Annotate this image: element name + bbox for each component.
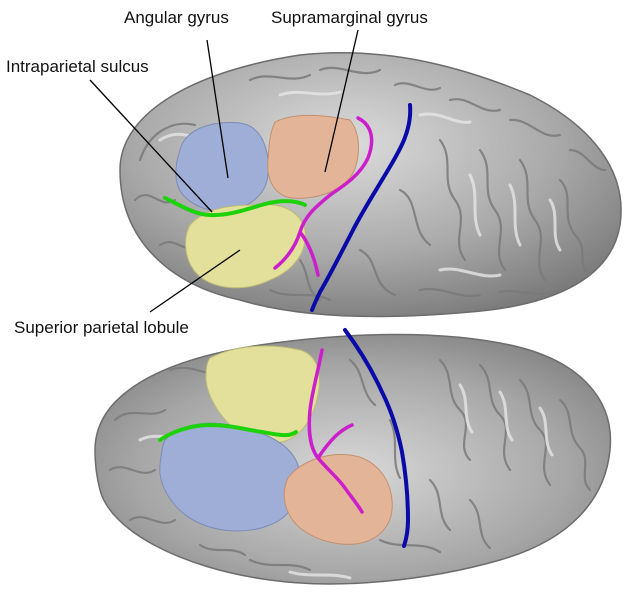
bottom-central-sulcus-line xyxy=(343,328,411,548)
leader-angular-gyrus xyxy=(206,39,229,179)
bottom-superior-parietal-lobule-region xyxy=(205,345,320,444)
bottom-intraparietal-sulcus-line xyxy=(158,422,298,442)
top-postcentral-sulcus-line xyxy=(273,116,374,277)
label-intraparietal-sulcus: Intraparietal sulcus xyxy=(6,57,149,76)
top-brain-view xyxy=(119,52,622,318)
top-gyri-folds xyxy=(133,66,607,302)
leader-supramarginal-gyrus xyxy=(324,29,359,173)
label-superior-parietal-lobule: Superior parietal lobule xyxy=(14,318,189,337)
bottom-gyri-folds xyxy=(108,358,592,572)
label-supramarginal-gyrus: Supramarginal gyrus xyxy=(271,8,428,27)
leader-lines xyxy=(89,29,359,313)
leader-superior-parietal-lobule xyxy=(149,249,241,313)
top-intraparietal-sulcus-line xyxy=(163,196,307,218)
top-supramarginal-gyrus-region xyxy=(267,114,359,199)
label-angular-gyrus: Angular gyrus xyxy=(124,8,229,27)
bottom-postcentral-sulcus-line xyxy=(307,348,364,514)
top-gyri-highlights xyxy=(158,90,562,278)
top-central-sulcus-line xyxy=(310,103,413,312)
bottom-supramarginal-gyrus-region xyxy=(283,453,393,545)
top-angular-gyrus-region xyxy=(175,121,269,212)
bottom-brain-view xyxy=(94,328,612,585)
leader-intraparietal-sulcus xyxy=(89,79,213,213)
